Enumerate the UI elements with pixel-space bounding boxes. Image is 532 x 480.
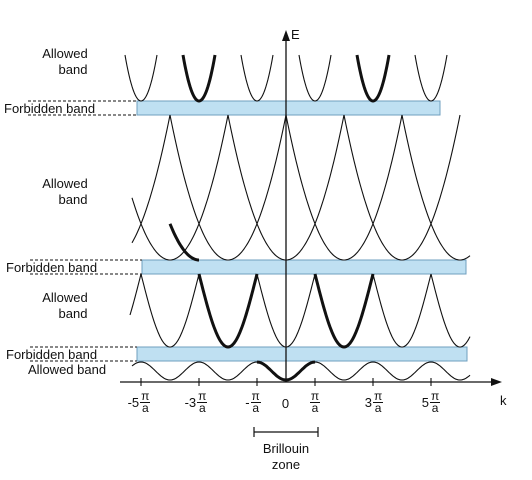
band-3-parabola (285, 114, 403, 261)
allowed-band-bottom-label: Allowed band (28, 362, 107, 377)
band-2-arc (313, 273, 375, 349)
band-3-parabola (343, 114, 461, 261)
band-3-parabola (131, 114, 229, 261)
k-axis-label: k (500, 393, 507, 408)
allowed-band-mid-label: Allowed band (42, 176, 88, 207)
forbidden-band-top-label: Forbidden band (4, 101, 96, 116)
band-4-parabola (355, 54, 391, 103)
forbidden-band-middle-bar (141, 259, 467, 275)
band-4-parabola (181, 54, 217, 103)
band-4-parabola (124, 54, 158, 102)
energy-axis-label: E (291, 27, 300, 42)
band-2-arc (140, 273, 200, 348)
band-2-arc (197, 273, 259, 349)
band-4-parabola (298, 54, 332, 102)
tick-label-zero: 0 (281, 396, 290, 412)
allowed-band-low-label: Allowed band (42, 290, 88, 321)
k-axis-tick-marks (140, 378, 432, 386)
band-4-parabola (240, 54, 274, 102)
forbidden-band-top-bar (136, 100, 441, 116)
band-2-arc-edge (129, 273, 142, 316)
k-axis-arrow (491, 378, 502, 386)
band-4-parabola (414, 54, 448, 102)
energy-axis-arrow (282, 30, 290, 41)
band-2-arc (372, 273, 432, 348)
brillouin-zone-label: Brillouin zone (262, 441, 310, 472)
forbidden-band-middle-label: Forbidden band (6, 260, 98, 275)
forbidden-band-bottom-label: Forbidden band (6, 347, 98, 362)
band-3-parabola (131, 114, 171, 244)
allowed-band-top-label: Allowed band (42, 46, 88, 77)
band-2-arc-edge (430, 273, 471, 348)
band-3-parabola (169, 114, 287, 261)
band-3-parabola (401, 114, 471, 261)
band-3-reduced-zone-highlight (168, 223, 200, 262)
forbidden-band-bottom-bar (136, 346, 468, 362)
